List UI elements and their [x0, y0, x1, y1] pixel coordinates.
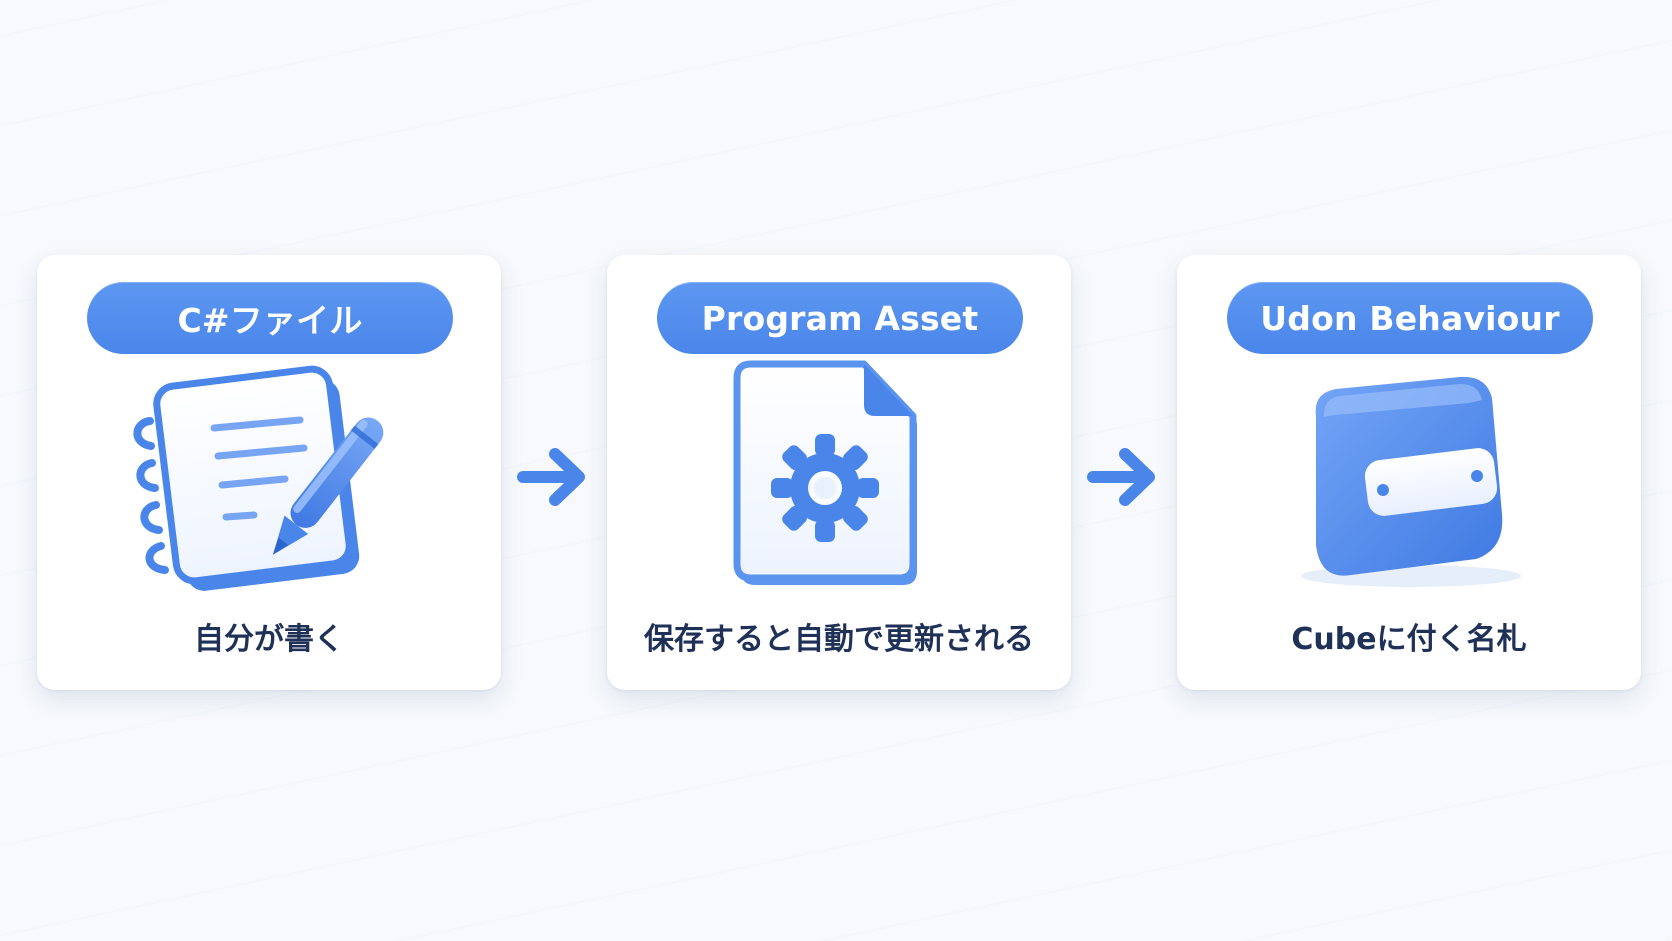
step-title-pill: C#ファイル [87, 282, 453, 354]
step-card-csharp-file: C#ファイル [37, 255, 501, 690]
gear-file-icon [702, 360, 978, 587]
cube-nameplate-icon [1272, 369, 1548, 587]
step-title-pill: Program Asset [657, 282, 1023, 354]
step-card-udon-behaviour: Udon Behaviour [1177, 255, 1641, 690]
step-caption: 保存すると自動で更新される [644, 622, 1034, 657]
right-arrow-icon [517, 444, 589, 510]
step-card-program-asset: Program Asset [607, 255, 1071, 690]
step-title-pill: Udon Behaviour [1227, 282, 1593, 354]
right-arrow-icon [1087, 444, 1159, 510]
step-caption: Cubeに付く名札 [1291, 622, 1527, 657]
notebook-pencil-icon [132, 365, 408, 591]
step-caption: 自分が書く [194, 622, 344, 657]
